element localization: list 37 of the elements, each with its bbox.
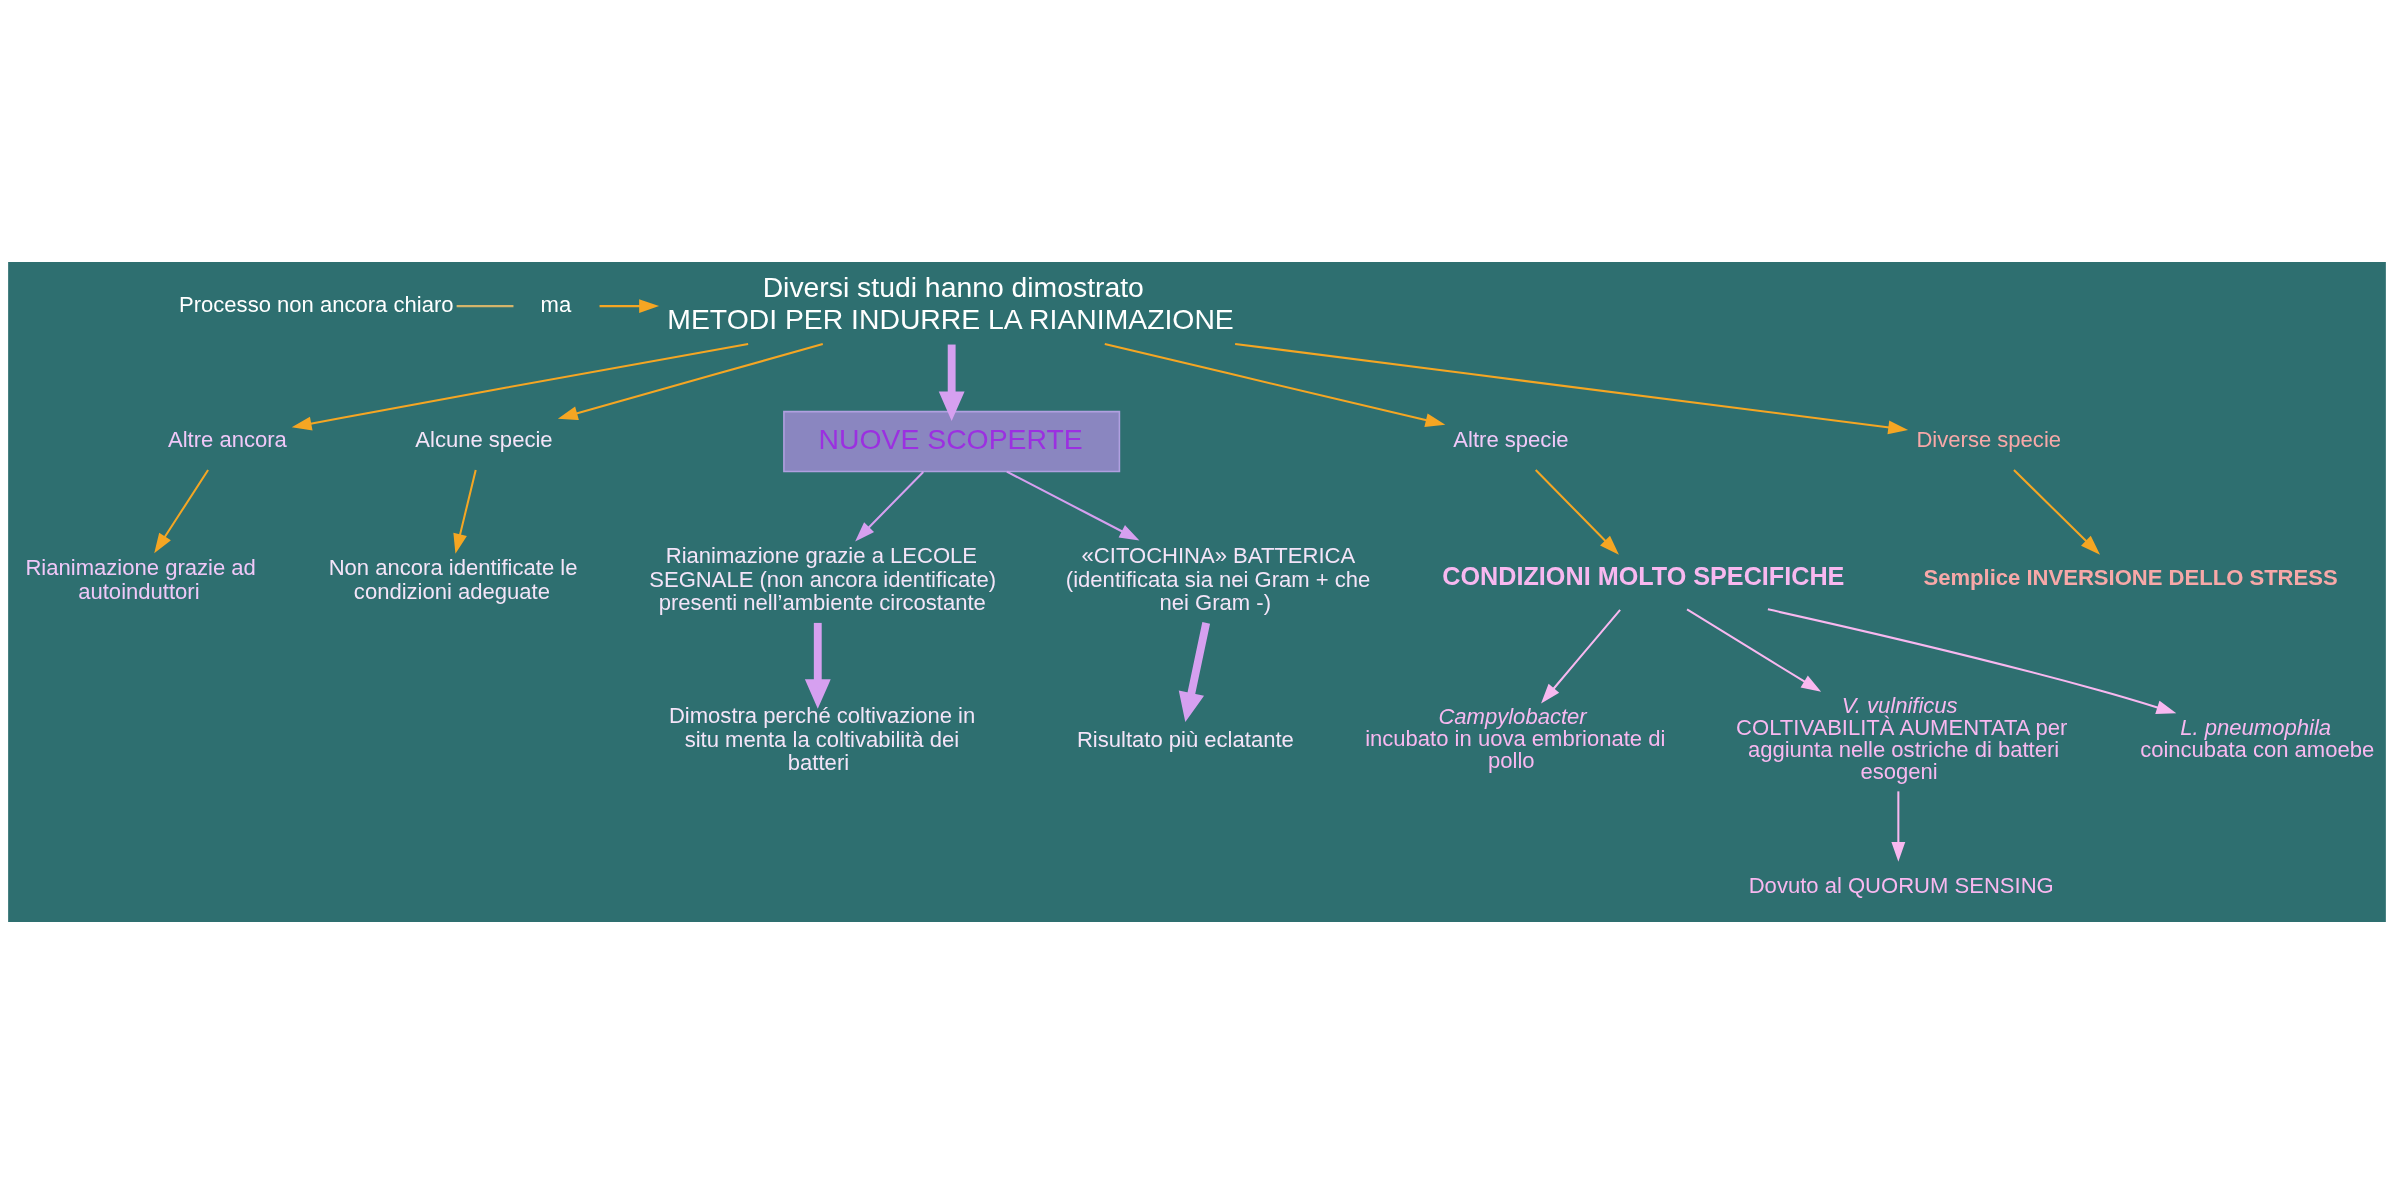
arrow bbox=[1006, 470, 1140, 540]
arrow bbox=[1891, 790, 1906, 862]
arrow bbox=[855, 470, 924, 541]
node-text: Alcune specie bbox=[415, 426, 553, 452]
node-text: Processo non ancora chiaro bbox=[179, 291, 454, 317]
node-text: Risultato più eclatante bbox=[1076, 726, 1294, 752]
node-text: V. vulnificus COLTIVABILITÀ AUMENTATA per aggiunta nelle ostriche di batteri esogeni bbox=[1736, 692, 2068, 784]
arrow bbox=[1767, 607, 2177, 714]
arrow bbox=[1535, 468, 1619, 555]
node-text: Altre specie bbox=[1453, 426, 1569, 452]
node-text: Rianimazione grazie ad autoinduttori bbox=[25, 554, 256, 604]
connector bbox=[456, 304, 514, 307]
node-text: L. pneumophila coincubata con amoebe bbox=[2140, 714, 2375, 762]
arrow bbox=[154, 469, 209, 553]
arrow bbox=[453, 469, 477, 554]
arrow bbox=[1104, 342, 1446, 427]
arrow bbox=[1541, 608, 1621, 703]
arrow bbox=[1178, 621, 1211, 722]
node-text: Diverse specie bbox=[1916, 426, 2062, 452]
arrow bbox=[291, 342, 749, 430]
node-text: Dovuto al QUORUM SENSING bbox=[1748, 872, 2054, 898]
arrow bbox=[2013, 468, 2101, 555]
node-text: Rianimazione grazie a LECOLE SEGNALE (non ancora identificate) presenti nell’ambiente circostante bbox=[649, 542, 997, 615]
node-text: CONDIZIONI MOLTO SPECIFICHE bbox=[1442, 561, 1845, 590]
node-text: Diversi studi hanno dimostrato METODI PER INDURRE LA RIANIMAZIONE bbox=[667, 270, 1234, 335]
arrow bbox=[557, 342, 824, 420]
node-text: ma bbox=[540, 291, 572, 317]
node-text: Non ancora identificate le condizioni adeguate bbox=[328, 554, 578, 604]
node-text: Campylobacter incubato in uova embrionate di pollo bbox=[1365, 703, 1666, 773]
arrow bbox=[599, 298, 660, 313]
node-text: Semplice INVERSIONE DELLO STRESS bbox=[1923, 564, 2338, 590]
node-text: «CITOCHINA» BATTERICA (identificata sia nei Gram + che nei Gram -) bbox=[1065, 542, 1371, 615]
node-text: Altre ancora bbox=[168, 426, 287, 452]
arrow bbox=[1235, 342, 1909, 434]
node-text: Dimostra perché coltivazione in situ menta la coltivabilità dei batteri bbox=[668, 702, 976, 775]
node-box: NUOVE SCOPERTE bbox=[783, 410, 1121, 472]
arrow bbox=[1686, 608, 1822, 692]
